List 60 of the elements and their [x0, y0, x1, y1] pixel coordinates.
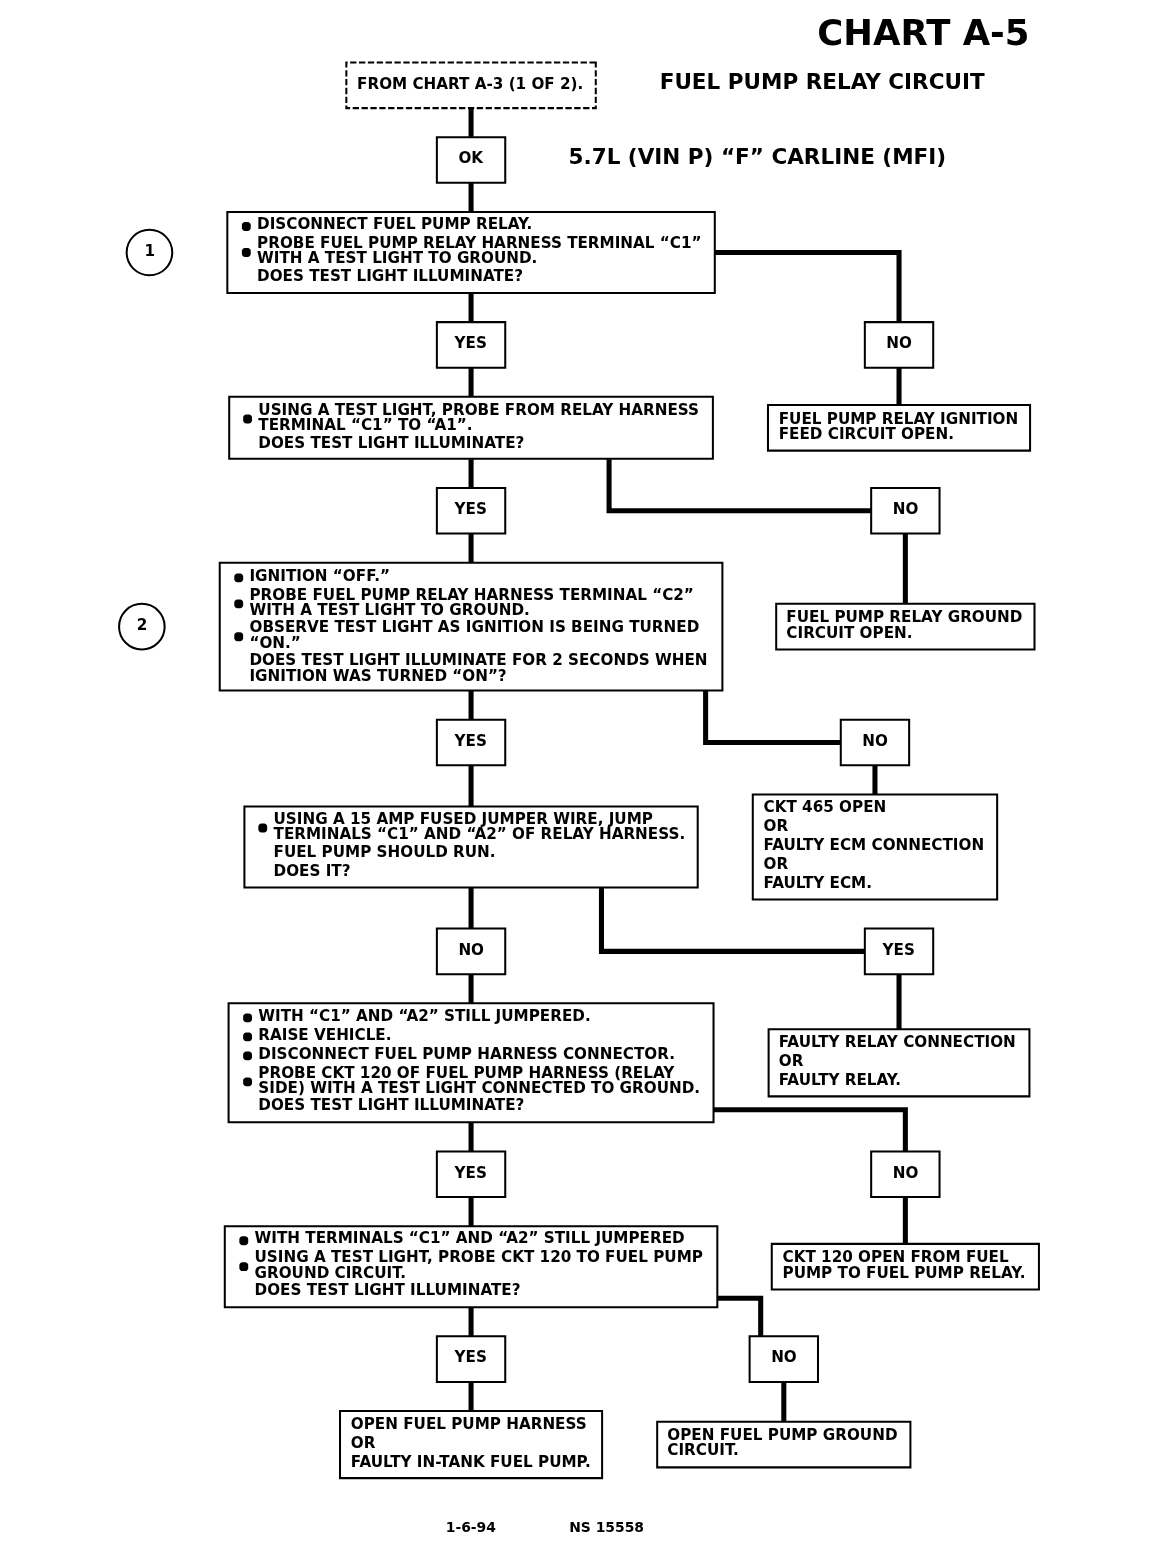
node-box: YES	[435, 321, 507, 369]
node-box: OPEN FUEL PUMP GROUND CIRCUIT.	[656, 1420, 912, 1469]
node-box: DISCONNECT FUEL PUMP RELAY. PROBE FUEL PUMP RELAY HARNESS TERMINAL “C1” WITH A TEST LIGHT TO GROUND. DOES TEST LIGHT ILLUMINATE?	[226, 210, 716, 294]
label: 1-6-94	[445, 1519, 496, 1536]
label: NS 15558	[569, 1519, 645, 1536]
node-box: FROM CHART A-3 (1 OF 2).	[345, 61, 597, 110]
label: FUEL PUMP RELAY CIRCUIT	[659, 69, 985, 95]
connector	[468, 887, 474, 929]
connector	[468, 533, 474, 563]
node-box: FAULTY RELAY CONNECTION OR FAULTY RELAY.	[767, 1028, 1031, 1098]
connector	[468, 108, 474, 137]
connector	[468, 368, 474, 397]
connector	[703, 690, 841, 745]
connector	[896, 974, 902, 1030]
connector	[468, 293, 474, 323]
connector	[902, 1197, 908, 1244]
connector	[468, 182, 474, 212]
connector	[468, 1307, 474, 1337]
diagram-title: CHART A-5	[817, 12, 1030, 54]
node-box: CKT 465 OPEN OR FAULTY ECM CONNECTION OR FAULTY ECM.	[751, 793, 999, 901]
connector	[781, 1382, 787, 1422]
connector	[468, 459, 474, 488]
node-box: NO	[863, 321, 935, 369]
node-circle: 2	[118, 602, 166, 651]
node-box: YES	[435, 486, 507, 535]
node-box: YES	[863, 927, 935, 976]
connector	[468, 1382, 474, 1411]
connector	[468, 765, 474, 807]
connector	[896, 368, 902, 405]
label: 5.7L (VIN P) “F” CARLINE (MFI)	[568, 143, 947, 169]
node-box: YES	[435, 1150, 507, 1199]
node-box: YES	[435, 718, 507, 767]
node-box: NO	[870, 1150, 941, 1199]
connector	[606, 459, 871, 514]
node-box: WITH “C1” AND “A2” STILL JUMPERED. RAISE VEHICLE. DISCONNECT FUEL PUMP HARNESS CONNECTOR. PROBE CKT 120 OF FUEL PUMP HARNESS (RELAY SIDE) WITH A TEST LIGHT CONNECTED TO GROUND. DOES TEST LIGHT ILLUMINATE?	[227, 1002, 715, 1124]
node-box: USING A TEST LIGHT, PROBE FROM RELAY HARNESS TERMINAL “C1” TO “A1”. DOES TEST LIGHT ILLUMINATE?	[228, 395, 714, 460]
node-box: NO	[435, 927, 507, 976]
node-box: FUEL PUMP RELAY GROUND CIRCUIT OPEN.	[775, 602, 1036, 651]
connector	[872, 765, 878, 795]
node-box: IGNITION “OFF.” PROBE FUEL PUMP RELAY HARNESS TERMINAL “C2” WITH A TEST LIGHT TO GROUND. OBSERVE TEST LIGHT AS IGNITION IS BEING TURNED “ON.” DOES TEST LIGHT ILLUMINATE FOR 2 SECONDS WHEN IGNITION WAS TURNED “ON”?	[218, 561, 724, 692]
connector	[468, 1122, 474, 1151]
connector	[715, 249, 902, 323]
node-box: USING A 15 AMP FUSED JUMPER WIRE, JUMP TERMINALS “C1” AND “A2” OF RELAY HARNESS. FUEL PUMP SHOULD RUN. DOES IT?	[243, 805, 699, 889]
connector	[598, 887, 865, 954]
node-box: NO	[870, 486, 941, 535]
node-box: CKT 120 OPEN FROM FUEL PUMP TO FUEL PUMP RELAY.	[770, 1242, 1040, 1291]
connector	[468, 1197, 474, 1227]
node-box: NO	[748, 1335, 819, 1383]
node-circle: 1	[125, 228, 174, 277]
node-box: FUEL PUMP RELAY IGNITION FEED CIRCUIT OPEN.	[766, 404, 1032, 452]
connector	[902, 533, 908, 604]
connector	[468, 690, 474, 720]
connector	[717, 1295, 764, 1337]
node-box: OK	[435, 136, 507, 184]
node-box: YES	[435, 1335, 507, 1383]
connector	[713, 1107, 908, 1152]
connector	[468, 974, 474, 1003]
node-box: NO	[839, 718, 911, 767]
node-box: WITH TERMINALS “C1” AND “A2” STILL JUMPERED USING A TEST LIGHT, PROBE CKT 120 TO FUEL PUMP GROUND CIRCUIT. DOES TEST LIGHT ILLUMINATE?	[223, 1225, 719, 1309]
node-box: OPEN FUEL PUMP HARNESS OR FAULTY IN-TANK FUEL PUMP.	[339, 1410, 604, 1480]
